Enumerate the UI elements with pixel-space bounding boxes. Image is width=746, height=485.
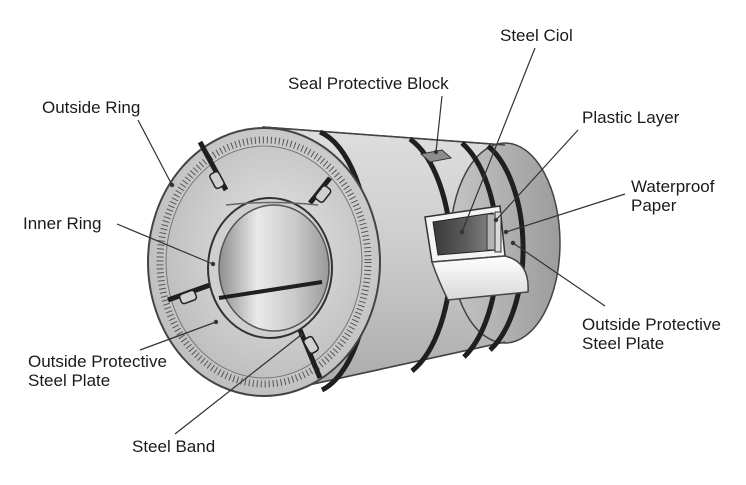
cutaway-window	[424, 205, 529, 301]
leader-seal-block	[435, 95, 443, 153]
leader-outside-ring	[137, 119, 173, 186]
leader-steel-band	[174, 334, 302, 435]
outside-ring-ticks	[156, 136, 372, 388]
leader-lines	[116, 47, 626, 435]
leader-inner-ring	[116, 223, 214, 265]
label-inner-ring: Inner Ring	[23, 214, 102, 233]
leader-outside-plate-right	[512, 242, 606, 307]
band-clips	[178, 170, 332, 355]
label-seal-protective-block: Seal Protective Block	[288, 74, 449, 93]
label-steel-band: Steel Band	[132, 437, 216, 456]
leader-dots	[169, 149, 516, 338]
label-outside-protective-plate-left: Outside Protective Steel Plate	[28, 352, 167, 390]
inner-ring-bore	[207, 197, 333, 339]
leader-outside-plate-left	[139, 321, 217, 351]
label-steel-coil: Steel Ciol	[500, 26, 573, 45]
label-outside-protective-plate-right: Outside Protective Steel Plate	[582, 315, 721, 353]
label-outside-ring: Outside Ring	[42, 98, 141, 117]
leader-waterproof-paper	[505, 193, 626, 233]
leader-plastic-layer	[495, 129, 579, 221]
label-plastic-layer: Plastic Layer	[582, 108, 680, 127]
label-waterproof-paper: Waterproof Paper	[631, 177, 715, 215]
leader-steel-coil	[461, 47, 536, 233]
